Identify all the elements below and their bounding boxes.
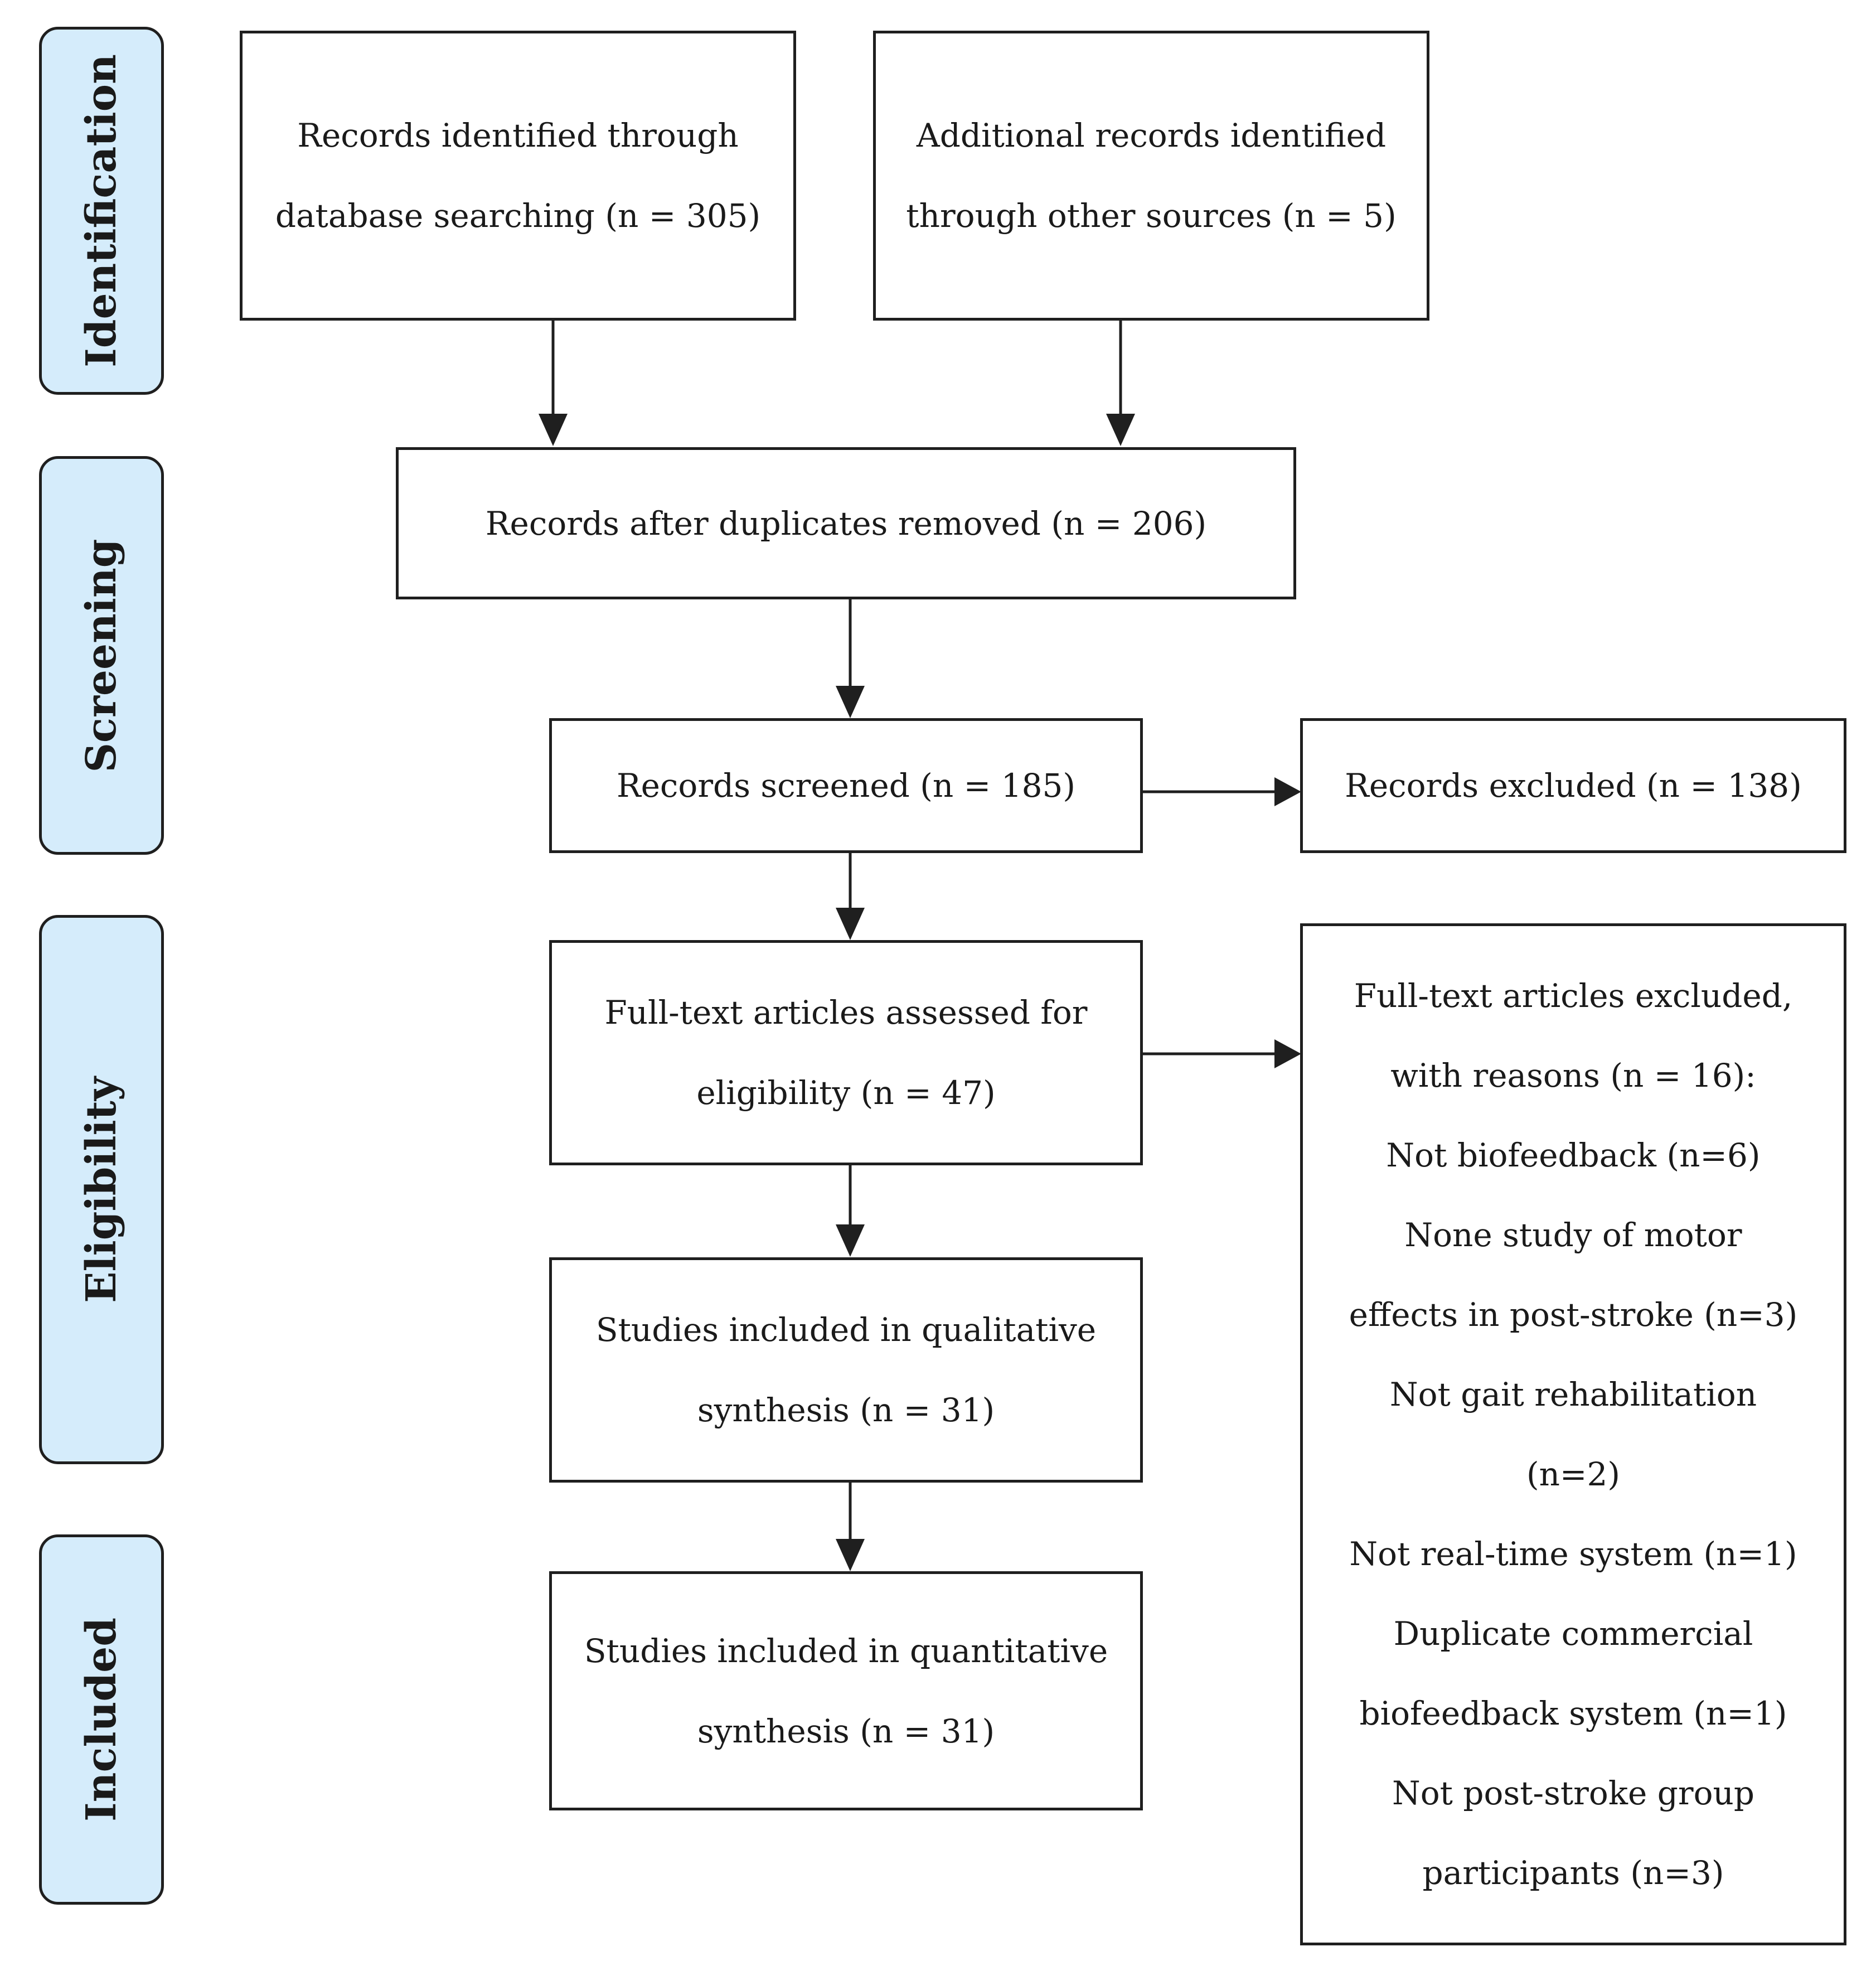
other-records-text: Additional records identified through ot… [906, 117, 1397, 235]
exclusion-reason-line: participants (n=3) [1422, 1853, 1724, 1892]
after-duplicates-text: Records after duplicates removed (n = 20… [485, 504, 1207, 543]
exclusion-reason-line: biofeedback system (n=1) [1359, 1694, 1787, 1732]
qualitative-synthesis-text: Studies included in qualitative synthesi… [595, 1311, 1097, 1429]
exclusion-reason-line: effects in post-stroke (n=3) [1349, 1295, 1798, 1334]
records-excluded-box: Records excluded (n = 138) [1300, 718, 1846, 853]
arrowhead-duplicates-to-screened [836, 686, 865, 718]
exclusion-reason-line: Not real-time system (n=1) [1349, 1534, 1797, 1573]
exclusion-reason-line: Duplicate commercial [1393, 1614, 1753, 1653]
exclusion-reason-line: Not gait rehabilitation [1389, 1375, 1757, 1413]
quantitative-synthesis-box: Studies included in quantitative synthes… [549, 1571, 1143, 1810]
exclusion-reason-line: Full-text articles excluded, [1354, 976, 1793, 1015]
after-duplicates-box: Records after duplicates removed (n = 20… [396, 447, 1296, 599]
exclusion-reason-line: None study of motor [1404, 1216, 1742, 1254]
other-records-box: Additional records identified through ot… [873, 31, 1429, 321]
quantitative-synthesis-text: Studies included in quantitative synthes… [584, 1631, 1108, 1750]
arrowhead-qualitative-to-quantitative [836, 1539, 865, 1571]
arrowhead-screened-to-excluded [1274, 777, 1301, 806]
arrowhead-database-to-duplicates [539, 414, 568, 446]
records-screened-box: Records screened (n = 185) [549, 718, 1143, 853]
arrowhead-fulltext-to-excluded [1274, 1039, 1301, 1068]
exclusion-reason-line: (n=2) [1526, 1455, 1621, 1493]
qualitative-synthesis-box: Studies included in qualitative synthesi… [549, 1257, 1143, 1483]
database-records-text: Records identified through database sear… [275, 117, 761, 235]
phase-eligibility: Eligibility [39, 915, 164, 1464]
arrowhead-fulltext-to-qualitative [836, 1224, 865, 1257]
arrowhead-other-to-duplicates [1106, 414, 1135, 446]
phase-included: Included [39, 1534, 164, 1905]
exclusion-reason-line: Not biofeedback (n=6) [1386, 1136, 1761, 1174]
phase-identification: Identification [39, 27, 164, 395]
fulltext-assessed-text: Full-text articles assessed for eligibil… [604, 994, 1088, 1112]
records-screened-text: Records screened (n = 185) [616, 767, 1076, 805]
fulltext-assessed-box: Full-text articles assessed for eligibil… [549, 940, 1143, 1165]
records-excluded-text: Records excluded (n = 138) [1345, 767, 1802, 805]
database-records-box: Records identified through database sear… [240, 31, 796, 321]
fulltext-excluded-box: Full-text articles excluded, with reason… [1300, 923, 1846, 1945]
arrowhead-screened-to-fulltext [836, 908, 865, 940]
phase-screening: Screening [39, 456, 164, 855]
exclusion-reason-line: Not post-stroke group [1392, 1774, 1754, 1812]
exclusion-reason-line: with reasons (n = 16): [1390, 1056, 1756, 1095]
